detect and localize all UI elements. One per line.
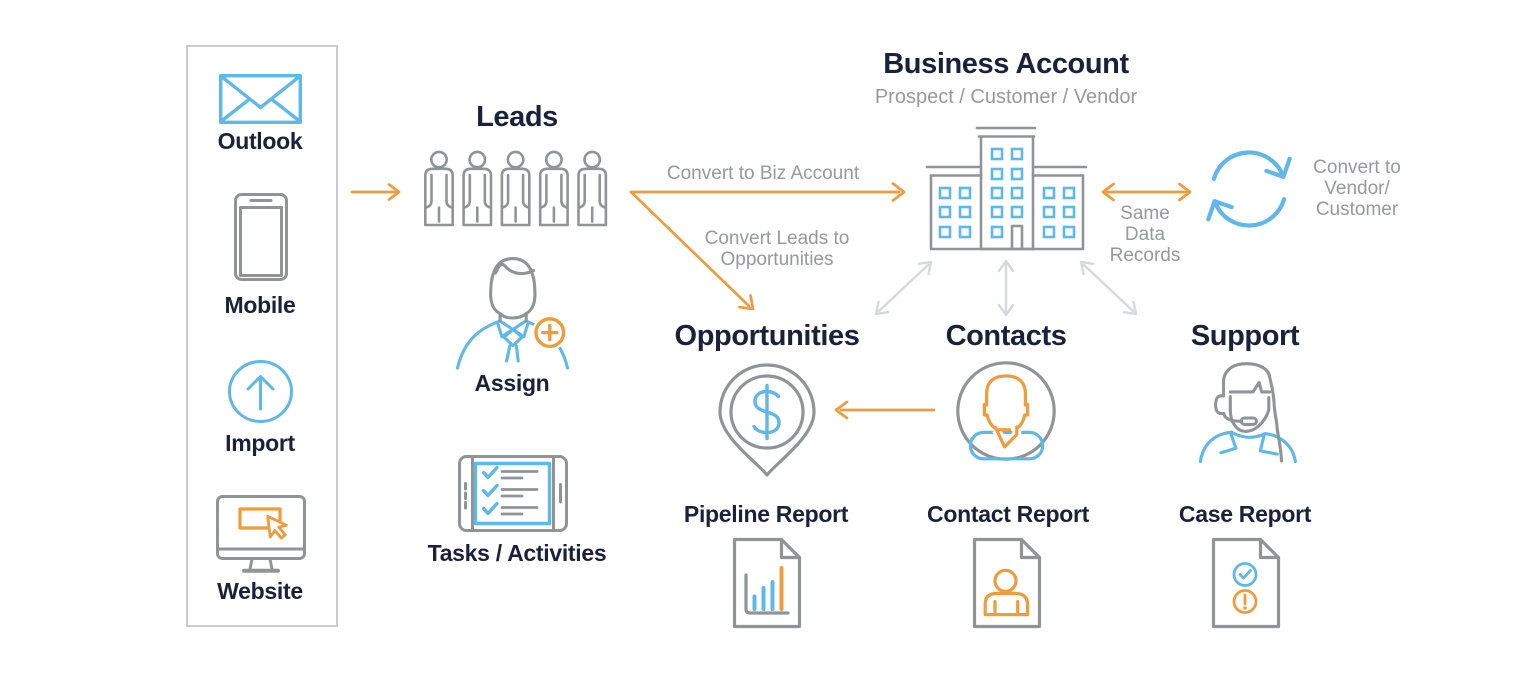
person-document-icon — [972, 537, 1042, 629]
headset-agent-icon — [1198, 362, 1297, 464]
contact-report-label: Contact Report — [927, 501, 1089, 527]
source-label-import: Import — [225, 430, 295, 456]
dollar-pin-icon — [718, 363, 816, 477]
import-upload-icon — [228, 360, 293, 423]
arrow-business-to-support — [1079, 260, 1138, 316]
arrow-leads-to-business — [629, 182, 906, 202]
person-circle-icon — [956, 361, 1056, 461]
leads-title: Leads — [476, 101, 558, 133]
assign-person-icon — [455, 257, 570, 370]
leads-people-icon — [423, 150, 608, 227]
sync-arrows-icon — [1206, 150, 1292, 228]
convert-leads-label: Convert Leads to Opportunities — [704, 228, 850, 270]
sources-panel — [186, 45, 338, 627]
cursor-pointer-icon — [266, 514, 288, 540]
mobile-phone-icon — [234, 193, 288, 281]
business-account-title: Business Account — [883, 48, 1129, 80]
arrow-business-to-opportunities — [874, 260, 933, 316]
business-account-subtitle: Prospect / Customer / Vendor — [874, 86, 1138, 108]
contacts-title: Contacts — [945, 320, 1067, 352]
office-building-icon — [925, 126, 1088, 251]
tasks-label: Tasks / Activities — [427, 540, 607, 566]
arrow-business-to-contacts — [997, 259, 1015, 317]
case-report-label: Case Report — [1178, 501, 1312, 527]
pipeline-report-label: Pipeline Report — [683, 501, 849, 527]
bar-chart-document-icon — [732, 537, 802, 629]
envelope-icon — [219, 74, 302, 124]
arrow-same-data-records — [1101, 182, 1192, 202]
opportunities-title: Opportunities — [674, 320, 860, 352]
arrow-sources-to-leads — [350, 183, 401, 201]
convert-vendor-label: Convert to Vendor/ Customer — [1313, 157, 1401, 220]
arrow-contacts-to-opportunities — [834, 400, 936, 420]
source-label-mobile: Mobile — [224, 292, 296, 318]
check-alert-document-icon — [1211, 537, 1281, 629]
same-data-label: Same Data Records — [1109, 203, 1181, 266]
source-label-website: Website — [217, 578, 303, 604]
assign-label: Assign — [474, 370, 550, 396]
support-title: Support — [1190, 320, 1300, 352]
arrow-leads-to-opportunities — [629, 190, 755, 311]
website-monitor-icon — [216, 495, 306, 573]
convert-biz-label: Convert to Biz Account — [666, 163, 860, 184]
tasks-tablet-icon — [458, 455, 568, 532]
source-label-outlook: Outlook — [217, 128, 303, 154]
